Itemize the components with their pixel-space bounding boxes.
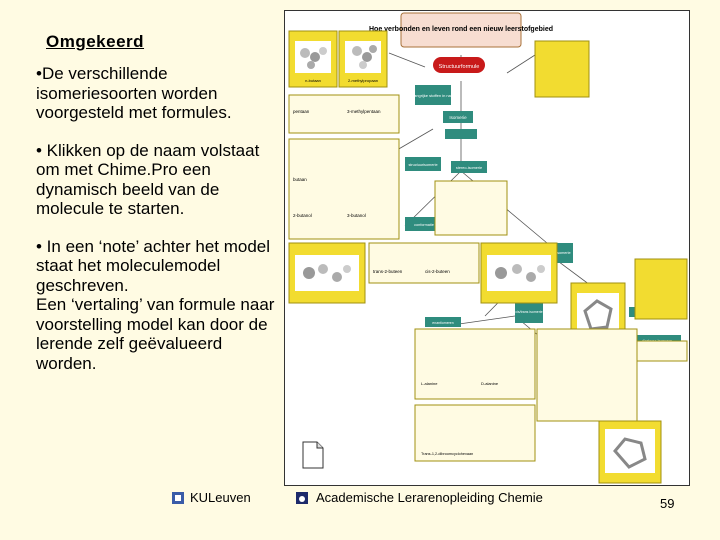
concept-map-image: Hoe verbonden en leven rond een nieuw le… <box>284 10 690 486</box>
bullet-1: •De verschillende isomeriesoorten worden… <box>36 64 232 122</box>
node-conformatie: conformatie <box>414 223 434 227</box>
slide-title: Omgekeerd <box>46 32 145 51</box>
bullet-3: • In een ‘note’ achter het model staat h… <box>36 236 275 373</box>
node-isomerie: Isomerie <box>449 115 467 120</box>
molecule-boxes: n-butaan 2-methylpropaan pentaan 3-methy… <box>288 30 688 484</box>
label-trans-dibroomcyclohexaan: Trans-1,2-dibroomcyclohexaan <box>421 452 473 456</box>
label-pentaan: pentaan <box>293 109 310 114</box>
bullet-2: • Klikken op de naam volstaat om met Chi… <box>36 140 260 219</box>
label-3-butanol: 3-butanol <box>347 213 366 218</box>
label-3-methylpentaan: 3-methylpentaan <box>347 109 381 114</box>
node-stoffen: Belangrijke stoffen in natuur <box>408 93 458 98</box>
central-node: Structuurformule <box>439 64 480 70</box>
alc-logo-icon <box>296 491 308 504</box>
bullet-list: •De verschillende isomeriesoorten worden… <box>36 64 286 391</box>
label-trans-2-buteen: trans-2-buteen <box>373 269 403 274</box>
label-n-butaan: n-butaan <box>305 78 321 83</box>
footer-center-text: Academische Lerarenopleiding Chemie <box>316 490 543 505</box>
label-2-methylpropaan: 2-methylpropaan <box>348 78 378 83</box>
concept-map-svg: Hoe verbonden en leven rond een nieuw le… <box>288 12 688 484</box>
diagram-top-title: Hoe verbonden en leven rond een nieuw le… <box>369 26 553 33</box>
page-number: 59 <box>660 496 675 511</box>
footer-center: Academische Lerarenopleiding Chemie <box>296 490 543 505</box>
footer-left-text: KULeuven <box>190 490 251 505</box>
label-cis-2-buteen: cis-2-buteen <box>425 269 450 274</box>
label-2-butanol: 2-butanol <box>293 213 312 218</box>
label-butaan: butaan <box>293 177 307 182</box>
node-stereo: stereo-isomerie <box>456 166 482 170</box>
label-d-alanine: D-alanine <box>481 381 499 386</box>
node-structuur: structuurisomerie <box>408 163 437 167</box>
footer-left: KULeuven <box>172 490 251 505</box>
kuleuven-logo-icon <box>172 491 184 504</box>
node-cis-trans: cis/trans isomerie <box>515 310 542 314</box>
node-enantiomeren: enantiomeren <box>432 321 453 325</box>
label-l-alanine: L-alanine <box>421 381 438 386</box>
note-icon[interactable] <box>302 441 324 469</box>
